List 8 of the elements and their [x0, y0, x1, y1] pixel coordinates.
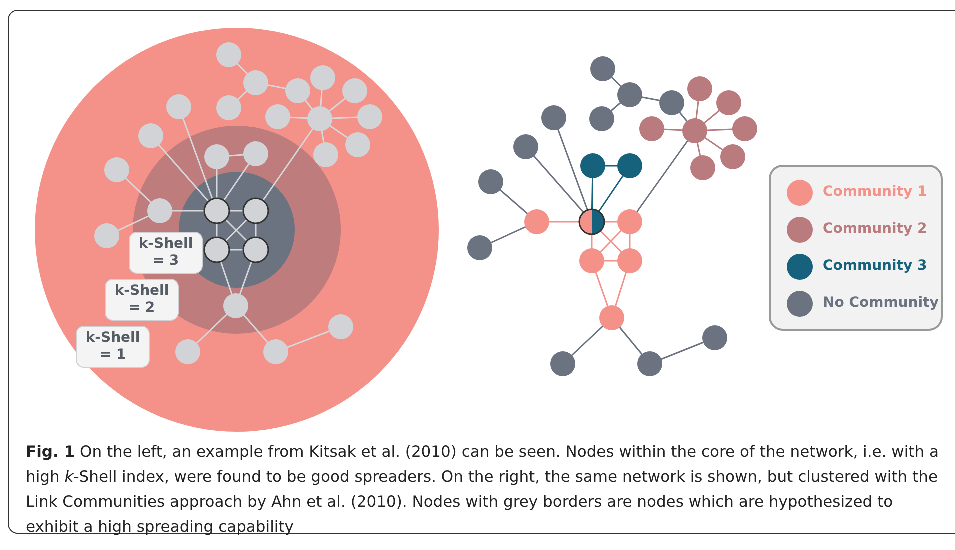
- k-shell-label: k-Shell = 1: [76, 326, 150, 368]
- legend-label: Community 2: [823, 221, 928, 237]
- legend-label: Community 3: [823, 258, 928, 274]
- legend-label: No Community: [823, 295, 939, 311]
- k-shell-label: k-Shell = 3: [129, 232, 203, 274]
- legend-label: Community 1: [823, 184, 928, 200]
- k-shell-label: k-Shell = 2: [105, 279, 179, 321]
- figure-caption: Fig. 1 On the left, an example from Kitsak et al. (2010) can be seen. Nodes within the core of the network, i.e. with a high k-Shell index, were found to be good spreaders. On the right, the same network is shown, but clustered with the Link Communities approach by Ahn et al. (2010). Nodes with grey borders are nodes which are hypothesized to exhibit a high spreading capability: [26, 442, 940, 538]
